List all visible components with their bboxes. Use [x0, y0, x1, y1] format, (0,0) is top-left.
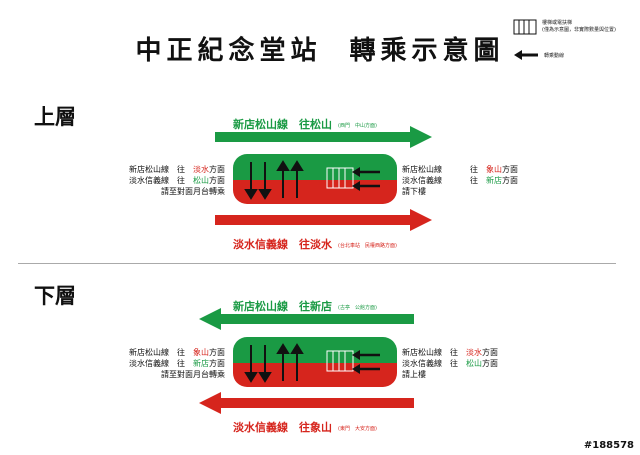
lower-level-label: 下層	[34, 284, 76, 308]
lower-up-arrows-icon	[276, 343, 304, 381]
upper-right-info: 新店松山線往 象山方面 淡水信義線往 新店方面 請下樓	[402, 165, 518, 196]
upper-stair-icon	[326, 167, 354, 189]
upper-level-label: 上層	[34, 105, 76, 129]
lower-bottom-track-arrow-icon	[199, 392, 414, 414]
upper-top-line-label: 新店松山線 往松山(西門 中山方面)	[233, 118, 377, 131]
lower-right-info: 新店松山線 往 淡水方面 淡水信義線 往 松山方面 請上樓	[402, 348, 498, 379]
lower-down-arrows-icon	[244, 345, 272, 383]
lower-bottom-line-label: 淡水信義線 往象山(東門 大安方面)	[233, 421, 377, 434]
title-subject: 轉乘示意圖	[349, 36, 505, 66]
lower-left-info: 新店松山線 往 象山方面 淡水信義線 往 新店方面 請至對面月台轉乘	[129, 348, 225, 379]
page-title: 中正紀念堂站轉乘示意圖	[0, 30, 640, 67]
upper-up-arrows-icon	[276, 160, 304, 198]
upper-bottom-track-arrow-icon	[215, 209, 432, 231]
upper-left-info: 新店松山線 往 淡水方面 淡水信義線 往 松山方面 請至對面月台轉乘	[129, 165, 225, 196]
level-divider	[18, 263, 616, 264]
lower-stair-icon	[326, 350, 354, 372]
lower-top-line-label: 新店松山線 往新店(古亭 公館方面)	[233, 300, 377, 313]
lower-transfer-arrows-icon	[352, 350, 380, 374]
upper-top-track-arrow-icon	[215, 126, 432, 148]
lower-top-track-arrow-icon	[199, 308, 414, 330]
legend-arrow-text: 轉乘動線	[544, 53, 565, 59]
lower-platform	[233, 337, 397, 387]
legend-stair-text: 樓梯或電扶梯 (僅為示意圖，非實際數量與位置)	[542, 20, 616, 33]
upper-transfer-arrows-icon	[352, 167, 380, 191]
reference-number: #188578	[583, 440, 634, 451]
upper-down-arrows-icon	[244, 162, 272, 200]
station-name: 中正紀念堂站	[135, 36, 322, 66]
stair-legend-icon	[513, 19, 537, 35]
upper-bottom-line-label: 淡水信義線 往淡水(台北車站 民權西路方面)	[233, 238, 397, 251]
transfer-arrow-legend-icon	[514, 50, 538, 60]
upper-platform	[233, 154, 397, 204]
